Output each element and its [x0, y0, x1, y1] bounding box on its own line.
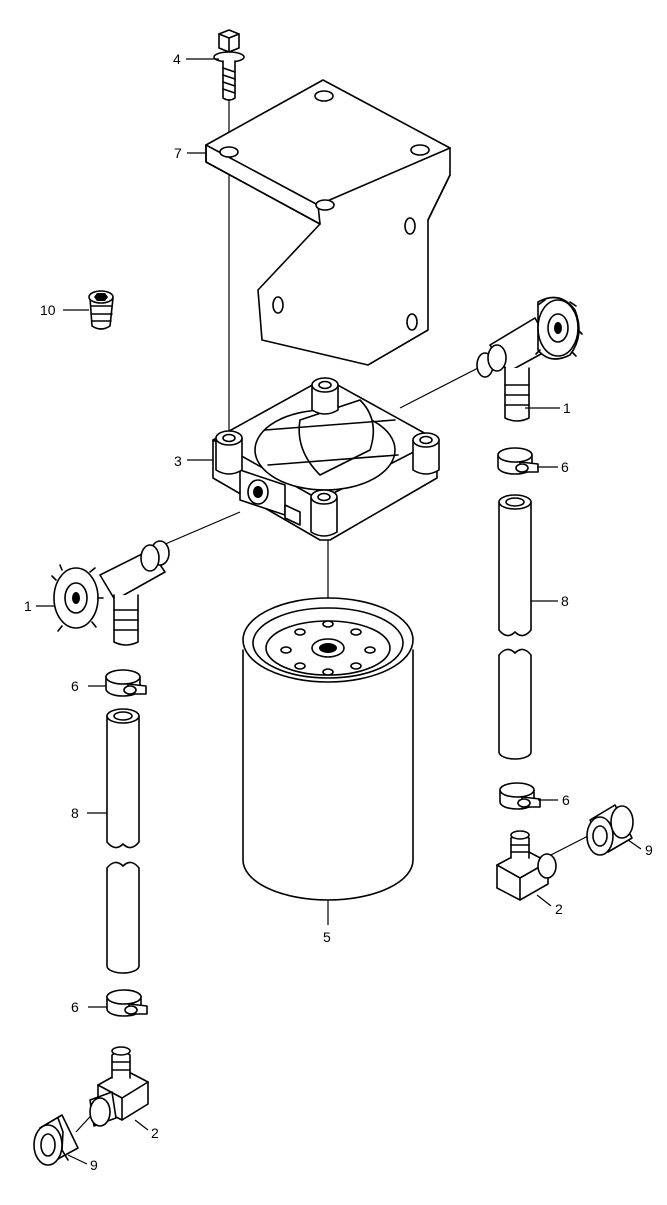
mounting-bracket [205, 79, 451, 366]
push-fitting-right [586, 804, 634, 856]
callout-fitting-left: 9 [90, 1157, 98, 1173]
callout-plug: 10 [40, 302, 56, 318]
drain-valve-right [476, 296, 583, 422]
callout-clamp-left-top: 6 [71, 678, 79, 694]
callout-labels: 4 7 10 3 1 1 6 8 6 2 9 6 8 6 2 9 5 [24, 51, 653, 1173]
filter-cartridge [242, 597, 414, 901]
leader-lines [36, 58, 642, 1165]
callout-bolt: 4 [173, 51, 181, 67]
elbow-fitting-right [496, 830, 557, 901]
callout-clamp-right-top: 6 [561, 459, 569, 475]
hose-clamp-right-bottom [499, 782, 541, 810]
callout-fitting-right: 9 [645, 842, 653, 858]
elbow-fitting-left [89, 1046, 149, 1127]
filter-head [212, 377, 440, 541]
callout-filter-cartridge: 5 [323, 929, 331, 945]
fuel-hose-right [498, 494, 532, 760]
callout-clamp-left-bottom: 6 [71, 999, 79, 1015]
hose-clamp-left-top [105, 669, 147, 697]
callout-elbow-right: 2 [555, 901, 563, 917]
callout-bracket: 7 [174, 145, 182, 161]
callout-valve-left: 1 [24, 598, 32, 614]
callout-hose-right: 8 [561, 593, 569, 609]
fuel-hose-left [106, 708, 140, 974]
bolt [213, 29, 245, 101]
callout-elbow-left: 2 [151, 1125, 159, 1141]
drain-valve-left [51, 540, 170, 646]
plug [88, 290, 114, 330]
hose-clamp-left-bottom [106, 989, 148, 1017]
callout-hose-left: 8 [71, 805, 79, 821]
callout-valve-right: 1 [563, 400, 571, 416]
callout-filter-head: 3 [174, 453, 182, 469]
hose-clamp-right-top [497, 447, 539, 475]
push-fitting-left [33, 1114, 79, 1166]
callout-clamp-right-bottom: 6 [562, 792, 570, 808]
